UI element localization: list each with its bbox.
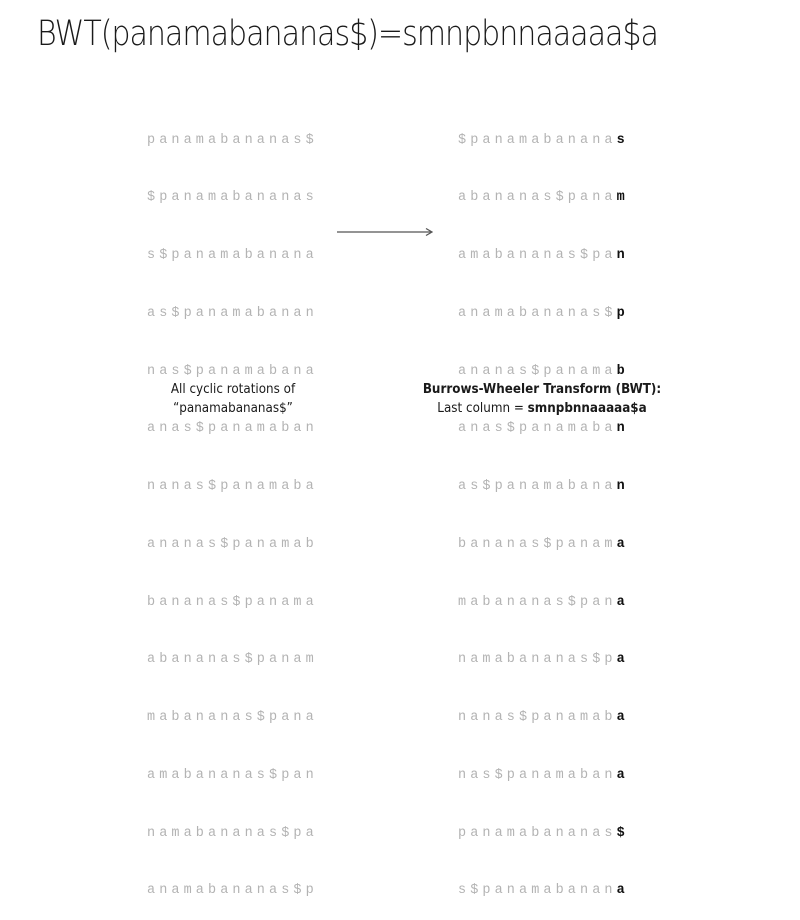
sorted-row: abananas$panam (458, 188, 629, 207)
bwt-caption: Burrows-Wheeler Transform (BWT): Last co… (411, 380, 672, 418)
row-prefix: anamabananas$ (458, 305, 617, 321)
rotation-row: as$panamabanan (147, 305, 318, 321)
rotation-row: $panamabananas (147, 190, 318, 206)
sorted-row: anas$panamaban (458, 419, 629, 438)
last-column-char: s (616, 132, 629, 148)
rotation-row: namabananas$pa (147, 825, 318, 841)
last-column-char: m (616, 190, 629, 206)
last-column-char: a (616, 652, 629, 668)
row-prefix: nanas$panamab (458, 710, 617, 725)
rotation-row: amabananas$pan (147, 767, 318, 783)
last-column-char: a (616, 883, 629, 899)
row-prefix: mabananas$pan (458, 594, 617, 610)
rotation-row: abananas$panam (147, 652, 318, 668)
page-title: BWT(panamabananas$)=smnpbnnaaaaa$a (37, 14, 659, 54)
sorted-row: mabananas$pana (458, 593, 629, 612)
row-prefix: amabananas$pa (458, 248, 617, 263)
last-column-char: n (616, 421, 629, 437)
last-column-char: a (616, 536, 629, 552)
last-column-char: a (616, 710, 629, 725)
rotation-row: mabananas$pana (147, 710, 318, 725)
caption-line: Last column = smnpbnnaaaaa$a (411, 399, 672, 418)
rotation-row: anas$panamaban (147, 421, 318, 437)
row-prefix: as$panamabana (458, 479, 617, 494)
sorted-row: nas$panamabana (458, 766, 629, 785)
row-prefix: s$panamabanan (458, 883, 617, 899)
rotation-row: ananas$panamab (147, 536, 318, 552)
sorted-row: $panamabananas (458, 131, 629, 150)
row-prefix: $panamabanana (458, 132, 617, 148)
row-prefix: nas$panamaban (458, 767, 617, 783)
last-column-char: $ (616, 825, 629, 841)
last-column-char: p (616, 305, 629, 321)
sorted-row: ananas$panamab (458, 362, 629, 381)
rotations-matrix: panamabananas$ $panamabananas s$panamaba… (147, 92, 318, 920)
row-prefix: ananas$panama (458, 363, 617, 379)
sorted-row: bananas$panama (458, 535, 629, 554)
last-column-char: a (616, 594, 629, 610)
rotations-caption: All cyclic rotations of “panamabananas$” (147, 380, 318, 418)
caption-label: Last column = (437, 401, 528, 416)
sorted-row: nanas$panamaba (458, 708, 629, 727)
sorted-row: amabananas$pan (458, 246, 629, 265)
sorted-rotations-matrix: $panamabananas abananas$panam amabananas… (458, 92, 629, 920)
last-column-char: n (616, 479, 629, 494)
row-prefix: panamabananas (458, 825, 617, 841)
row-prefix: abananas$pana (458, 190, 617, 206)
caption-heading: Burrows-Wheeler Transform (BWT): (422, 382, 662, 397)
row-prefix: bananas$panam (458, 536, 617, 552)
bwt-result: smnpbnnaaaaa$a (527, 401, 647, 416)
row-prefix: namabananas$p (458, 652, 617, 668)
rotation-row: nanas$panamaba (147, 479, 318, 494)
rotation-row: bananas$panama (147, 594, 318, 610)
caption-line: All cyclic rotations of (170, 382, 296, 397)
sorted-row: as$panamabanan (458, 477, 629, 496)
sorted-row: s$panamabanana (458, 881, 629, 900)
sorted-row: panamabananas$ (458, 824, 629, 843)
row-prefix: anas$panamaba (458, 421, 617, 437)
rotation-row: anamabananas$p (147, 883, 318, 899)
last-column-char: b (616, 363, 629, 379)
last-column-char: n (616, 248, 629, 263)
right-arrow-icon (337, 227, 433, 237)
last-column-char: a (616, 767, 629, 783)
caption-line: “panamabananas$” (173, 401, 293, 416)
sorted-row: anamabananas$p (458, 304, 629, 323)
sorted-row: namabananas$pa (458, 650, 629, 669)
rotation-row: s$panamabanana (147, 248, 318, 263)
rotation-row: panamabananas$ (147, 132, 318, 148)
rotation-row: nas$panamabana (147, 363, 318, 379)
